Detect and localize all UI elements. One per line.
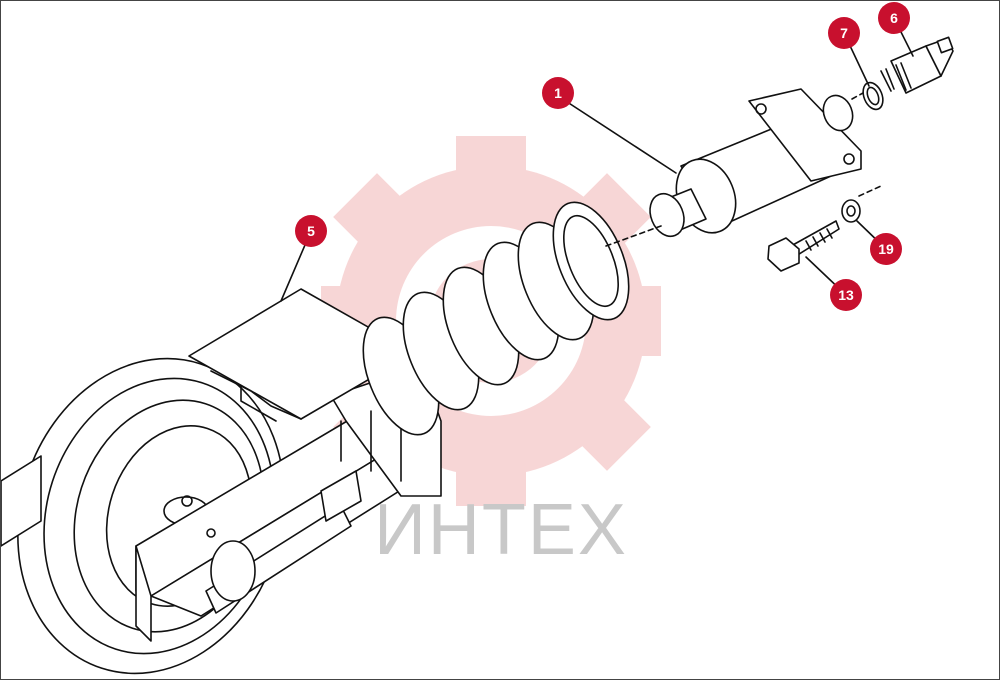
idler-frame	[1, 288, 442, 642]
callout-label: 19	[878, 241, 894, 257]
callout-marker	[830, 279, 862, 311]
callout-label: 6	[890, 10, 898, 26]
washer	[841, 199, 861, 223]
assembly-lines	[605, 92, 882, 247]
callout-label: 1	[554, 85, 562, 101]
callout-marker	[542, 77, 574, 109]
callout-19: 19	[870, 233, 902, 265]
callout-marker	[870, 233, 902, 265]
callout-1: 1	[542, 77, 574, 109]
callout-label: 7	[840, 25, 848, 41]
callout-marker	[878, 2, 910, 34]
callout-marker	[828, 17, 860, 49]
callout-13: 13	[830, 279, 862, 311]
callout-marker	[295, 215, 327, 247]
callout-7: 7	[828, 17, 860, 49]
hex-bolt	[767, 220, 840, 272]
grease-valve	[880, 36, 954, 94]
callout-label: 5	[307, 223, 315, 239]
callout-5: 5	[295, 215, 327, 247]
tension-cylinder	[649, 88, 862, 238]
seal-ring	[862, 81, 884, 111]
watermark-text: ИНТЕХ	[374, 490, 628, 570]
callout-6: 6	[878, 2, 910, 34]
callout-label: 13	[838, 287, 854, 303]
recoil-spring	[362, 201, 630, 436]
